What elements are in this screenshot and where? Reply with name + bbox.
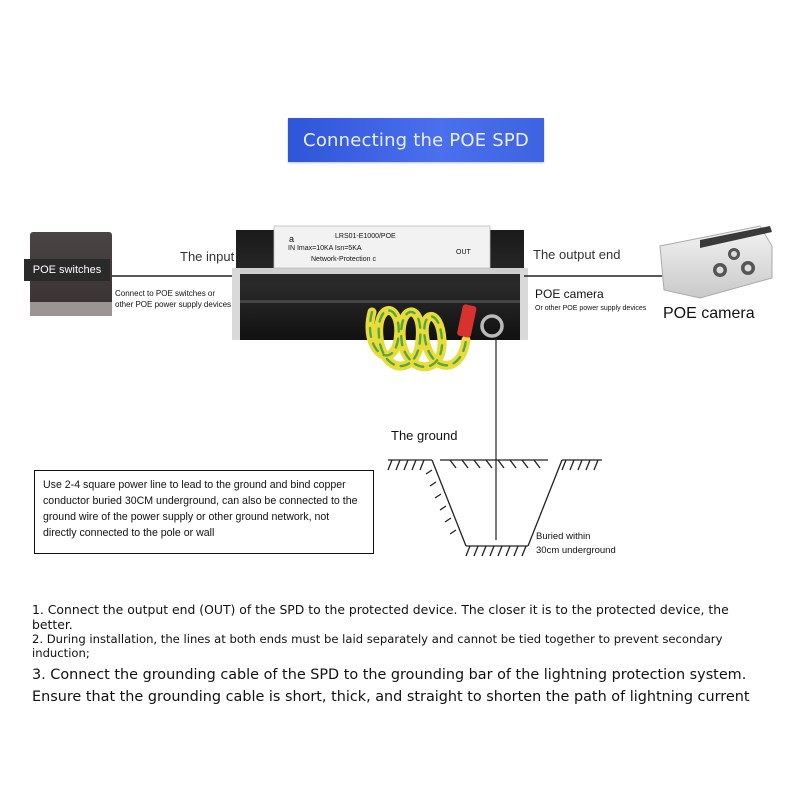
camera-label: POE camera [535,287,604,301]
spd-out-marking: OUT [456,249,471,256]
camera-title: POE camera [663,305,755,323]
buried-label-line1: Buried within [536,531,590,542]
switch-caption-line1: Connect to POE switches or [115,289,215,298]
spd-brand: a [289,234,294,244]
ground-label: The ground [391,428,458,443]
output-label: The output end [533,247,620,262]
camera-caption: Or other POE power supply devices [535,305,646,312]
buried-label-line2: 30cm underground [536,545,616,556]
grounding-instructions-box: Use 2-4 square power line to lead to the… [34,470,374,554]
switch-caption-line2: other POE power supply devices [115,300,231,309]
instruction-step-3: 3. Connect the grounding cable of the SP… [32,664,772,708]
poe-switch-label: POE switches [24,259,110,281]
instruction-step-1: 1. Connect the output end (OUT) of the S… [32,602,772,632]
spd-model: LRS01-E1000/POE [335,233,396,240]
input-label: The input [180,249,234,264]
poe-camera-device [660,226,772,298]
spd-spec: IN Imax=10KA Isn=5KA [288,245,362,252]
instruction-step-2: 2. During installation, the lines at bot… [32,632,772,660]
spd-name: Network-Protection c [311,256,376,263]
